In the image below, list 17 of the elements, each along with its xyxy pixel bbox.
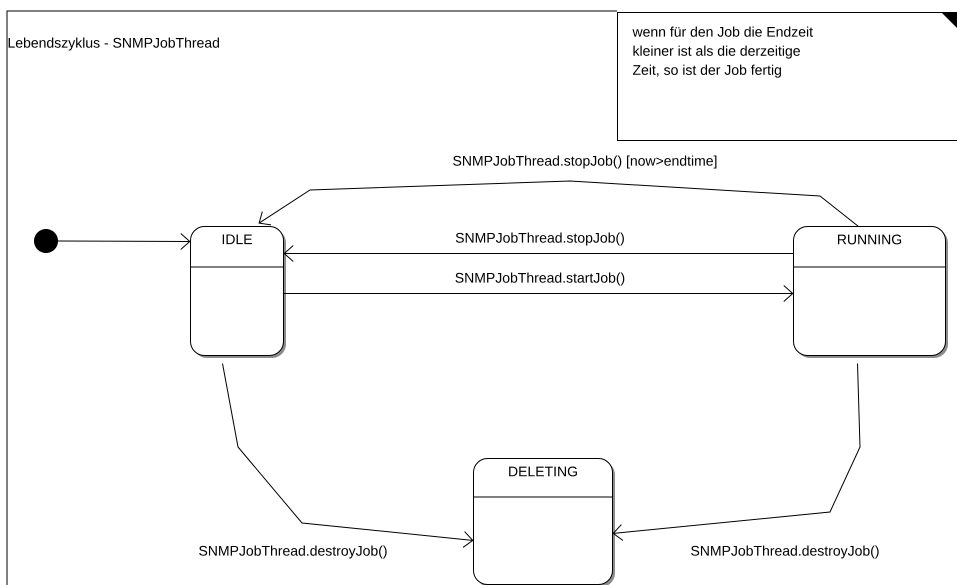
transition-arrow bbox=[58, 232, 190, 250]
edge-label: SNMPJobThread.stopJob() bbox=[454, 231, 626, 247]
transition-arrow bbox=[258, 180, 859, 227]
transition-arrow bbox=[284, 245, 794, 262]
state-box: IDLE bbox=[190, 226, 286, 358]
edge-label: SNMPJobThread.startJob() bbox=[453, 271, 627, 287]
edge-label: SNMPJobThread.stopJob() [now>endtime] bbox=[451, 154, 719, 170]
edge-label: SNMPJobThread.destroyJob() bbox=[689, 544, 881, 560]
state-box: RUNNING bbox=[792, 226, 948, 358]
state-box: DELETING bbox=[472, 458, 615, 585]
edge-label: SNMPJobThread.destroyJob() bbox=[197, 544, 389, 560]
transition-arrow bbox=[283, 285, 794, 302]
transition-arrow bbox=[222, 363, 474, 548]
transition-arrow bbox=[612, 363, 860, 541]
initial-state-dot bbox=[34, 229, 58, 253]
diagram-title: Lebendszyklus - SNMPJobThread bbox=[8, 37, 219, 51]
note-box: wenn für den Job die Endzeit kleiner ist als die derzeitige Zeit, so ist der Job fertig bbox=[617, 12, 957, 141]
